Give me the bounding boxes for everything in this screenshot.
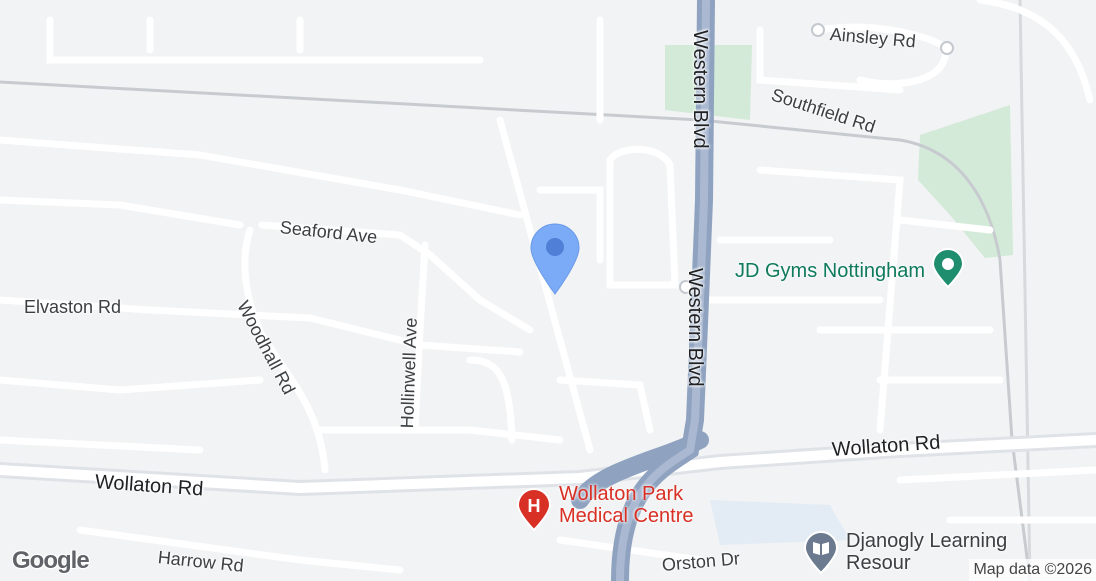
road-label-hollinwell-ave: Hollinwell Ave [397, 317, 421, 429]
poi-label-line2: Resour [846, 552, 911, 574]
poi-jd-gyms[interactable]: JD Gyms Nottingham [735, 248, 965, 293]
google-logo[interactable]: Google [12, 547, 90, 574]
book-pin-icon [802, 530, 840, 579]
svg-text:H: H [528, 496, 541, 516]
road-label-western-blvd-north: Western Blvd [689, 30, 711, 149]
hospital-pin-icon: H [515, 487, 553, 536]
gym-pin-icon [931, 248, 965, 293]
road-label-western-blvd-south: Western Blvd [684, 268, 706, 387]
poi-label-line1: Djanogly Learning [846, 530, 1008, 552]
location-pin-icon[interactable] [528, 222, 582, 301]
poi-label: JD Gyms Nottingham [735, 259, 926, 282]
road-label-elvaston-rd: Elvaston Rd [24, 297, 122, 317]
poi-label-line1: Wollaton Park [559, 483, 684, 505]
junction [811, 23, 825, 37]
park-area [918, 105, 1013, 258]
junction [940, 41, 954, 55]
poi-wollaton-park-medical-centre[interactable]: H Wollaton Park Medical Centre [515, 483, 694, 536]
junction [679, 280, 693, 294]
railway-line [1018, 0, 1032, 581]
poi-label-line2: Medical Centre [559, 505, 694, 527]
map-attribution[interactable]: Map data ©2026 [969, 559, 1096, 581]
poi-djanogly-learning-resource[interactable]: Djanogly Learning Resour [802, 530, 1007, 579]
railway-line [0, 80, 1032, 581]
